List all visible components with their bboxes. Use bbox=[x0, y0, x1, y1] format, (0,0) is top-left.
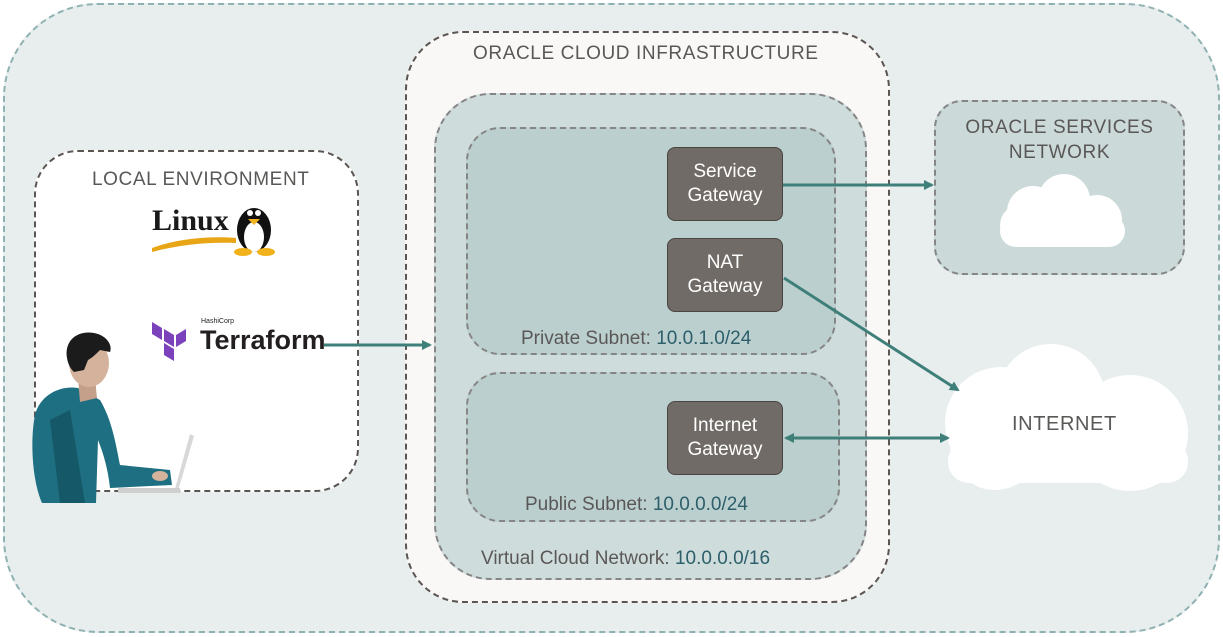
service-gateway-line1: Service bbox=[693, 161, 757, 182]
nat-gateway-line2: Gateway bbox=[687, 276, 763, 297]
oracle-services-network-line2: NETWORK bbox=[1008, 142, 1111, 163]
nat-gateway-arrow bbox=[783, 276, 960, 392]
service-gateway-line2: Gateway bbox=[687, 185, 763, 206]
internet-gateway-line1: Internet bbox=[692, 415, 758, 436]
internet-gateway-line2: Gateway bbox=[687, 439, 763, 460]
oci-title: ORACLE CLOUD INFRASTRUCTURE bbox=[473, 43, 819, 64]
internet-cloud-icon bbox=[945, 344, 1188, 491]
private-subnet-cidr: 10.0.1.0/24 bbox=[656, 328, 752, 349]
person-icon bbox=[32, 332, 194, 503]
terraform-logo-text: Terraform bbox=[200, 325, 326, 355]
private-subnet-label-text: Private Subnet: bbox=[521, 328, 651, 349]
vcn-label: Virtual Cloud Network: 10.0.0.0/16 bbox=[481, 548, 770, 570]
oracle-services-network-line1: ORACLE SERVICES bbox=[965, 117, 1154, 138]
public-subnet-label: Public Subnet: 10.0.0.0/24 bbox=[525, 494, 748, 516]
local-environment-title: LOCAL ENVIRONMENT bbox=[92, 169, 310, 190]
linux-logo-text: Linux bbox=[152, 204, 229, 237]
vcn-label-text: Virtual Cloud Network: bbox=[481, 548, 670, 569]
internet-gateway: Internet Gateway bbox=[667, 401, 783, 475]
linux-penguin-icon bbox=[234, 208, 275, 256]
oracle-services-cloud-icon bbox=[1000, 174, 1125, 247]
service-gateway: Service Gateway bbox=[667, 147, 783, 221]
internet-label: INTERNET bbox=[1012, 413, 1117, 435]
private-subnet-label: Private Subnet: 10.0.1.0/24 bbox=[521, 328, 751, 350]
public-subnet-label-text: Public Subnet: bbox=[525, 494, 648, 515]
linux-swoosh-icon bbox=[152, 237, 236, 252]
terraform-vendor-text: HashiCorp bbox=[201, 318, 235, 325]
oracle-services-network-title: ORACLE SERVICES NETWORK bbox=[934, 115, 1185, 165]
terraform-logo-icon bbox=[152, 322, 186, 361]
nat-gateway: NAT Gateway bbox=[667, 238, 783, 312]
public-subnet-cidr: 10.0.0.0/24 bbox=[652, 494, 748, 515]
nat-gateway-line1: NAT bbox=[706, 252, 744, 273]
vcn-cidr: 10.0.0.0/16 bbox=[674, 548, 771, 569]
